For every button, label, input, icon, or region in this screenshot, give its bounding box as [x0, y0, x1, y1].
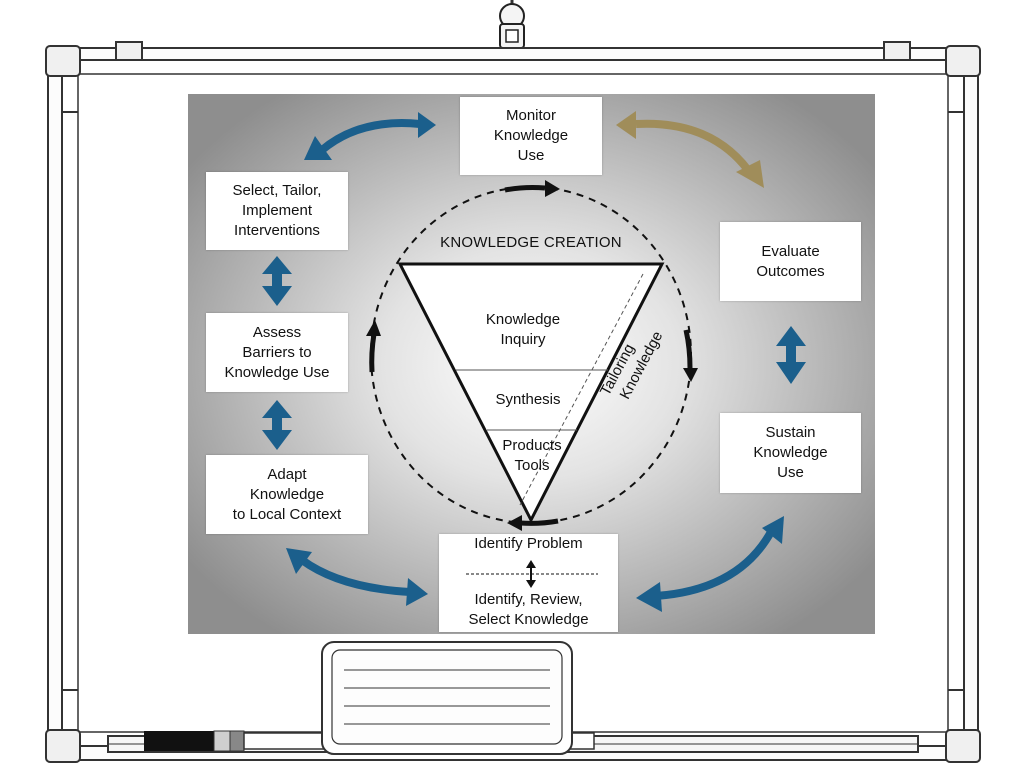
identify-problem-label: Identify Problem — [474, 535, 583, 552]
knowledge-inquiry-label: Knowledge Inquiry — [462, 310, 584, 350]
box-line: Use — [777, 464, 804, 481]
knowledge-creation-cycle — [366, 180, 698, 531]
box-line: Use — [517, 147, 545, 164]
assess-barriers-box: Assess Barriers to Knowledge Use — [206, 313, 348, 392]
label-line: Inquiry — [500, 331, 546, 348]
box-line: Knowledge — [493, 127, 569, 144]
identify-review-line: Select Knowledge — [468, 611, 589, 628]
box-line: Knowledge Use — [224, 363, 330, 381]
label-line: Products — [502, 437, 562, 454]
box-line: Barriers to — [242, 343, 312, 361]
box-line: Knowledge — [753, 444, 828, 461]
identify-problem-label-box: Identify Problem Identify, Review, Selec… — [439, 534, 618, 632]
identify-review-line: Identify, Review, — [474, 591, 583, 608]
cycle-arrows — [262, 111, 806, 612]
box-line: Monitor — [505, 107, 557, 124]
box-line: Evaluate — [761, 242, 820, 260]
sustain-knowledge-use-box: Sustain Knowledge Use — [720, 413, 861, 493]
label-line: Tools — [514, 457, 550, 474]
box-line: to Local Context — [232, 505, 342, 523]
knowledge-creation-title: KNOWLEDGE CREATION — [440, 234, 622, 251]
eraser — [321, 641, 573, 755]
label-line: Synthesis — [495, 391, 561, 408]
box-line: Select, Tailor, — [232, 182, 322, 199]
box-line: Outcomes — [756, 262, 825, 280]
products-tools-label: Products Tools — [492, 436, 572, 476]
adapt-knowledge-box: Adapt Knowledge to Local Context — [206, 455, 368, 534]
hanging-hook — [499, 0, 525, 49]
box-line: Sustain — [765, 424, 816, 441]
synthesis-label: Synthesis — [478, 390, 578, 410]
monitor-knowledge-use-box: Monitor Knowledge Use — [460, 97, 602, 175]
box-line: Interventions — [234, 222, 320, 239]
box-line: Knowledge — [249, 485, 325, 503]
evaluate-outcomes-box: Evaluate Outcomes — [720, 222, 861, 301]
label-line: Knowledge — [485, 311, 561, 328]
select-tailor-implement-box: Select, Tailor, Implement Interventions — [206, 172, 348, 250]
box-line: Implement — [241, 202, 313, 219]
knowledge-funnel — [397, 262, 665, 524]
box-line: Assess — [252, 323, 302, 341]
box-line: Adapt — [267, 465, 307, 483]
